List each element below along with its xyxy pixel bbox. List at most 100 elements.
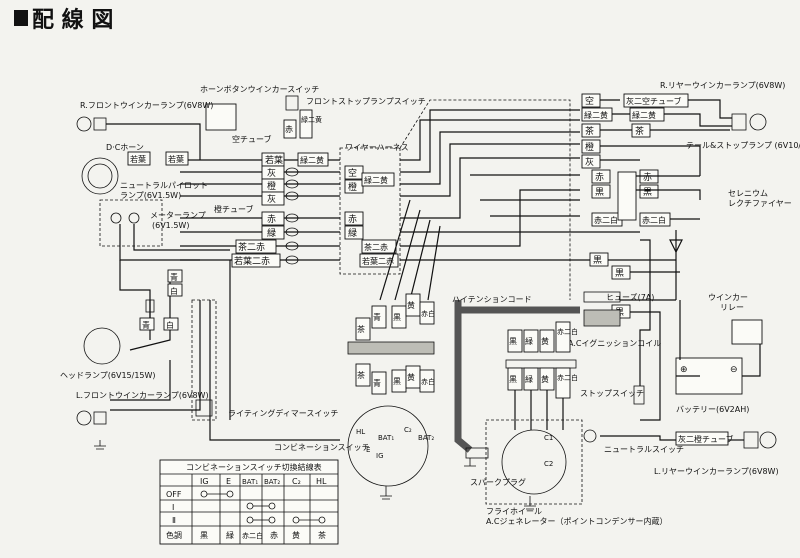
left-wire-bundle [180,159,340,261]
neutral-switch [583,429,597,443]
coil-wire-tags: 黒 緑 黄 赤二白 黒 緑 黄 赤二白 [505,321,578,430]
neutral-pilot-label: ニュートラルパイロットランプ(6V1.5W) [120,181,208,200]
svg-text:赤: 赤 [285,125,293,134]
svg-text:青: 青 [373,312,381,322]
svg-text:白: 白 [166,320,174,330]
svg-text:OFF: OFF [166,490,182,499]
r-front-winker-label: R.フロントウインカーランプ(6V8W) [80,101,213,110]
right-side-wires [580,99,761,441]
svg-text:色調: 色調 [166,530,182,540]
svg-text:BAT₁: BAT₁ [378,434,394,442]
flywheel-box [485,419,583,505]
svg-text:IG: IG [376,452,384,460]
svg-text:赤: 赤 [267,214,276,225]
svg-text:黄: 黄 [541,374,549,384]
svg-text:赤二白: 赤二白 [557,373,578,382]
front-stop-switch-label: フロントストップランプスイッチ [306,97,426,106]
high-tension-cord [454,300,473,453]
svg-text:赤白: 赤白 [421,377,435,386]
top-right-tags: 空 緑二黄 茶 橙 灰 [581,93,613,169]
r-rear-winker-label: R.リヤーウインカーランプ(6V8W) [660,81,785,90]
horn-winker-switch [205,103,237,131]
svg-text:若葉: 若葉 [130,154,146,164]
svg-text:灰二橙チューブ: 灰二橙チューブ [678,434,734,444]
front-stop-switch [285,95,299,111]
svg-text:緑二黄: 緑二黄 [584,110,608,120]
svg-text:赤白: 赤白 [421,309,435,318]
svg-text:茶: 茶 [635,125,644,137]
stop-switch [633,385,645,405]
battery-label: バッテリー(6V2AH) [676,405,749,414]
svg-text:空: 空 [585,95,594,107]
svg-text:緑: 緑 [525,374,533,384]
harness-bottom-tags: 茶 青 黒 黄 赤白 茶 青 黒 黄 赤白 [355,293,435,395]
svg-text:茶: 茶 [318,530,326,540]
svg-text:黄: 黄 [292,530,300,540]
svg-text:黒: 黒 [393,313,401,322]
lighting-dimmer-label: ライティングディマースイッチ [228,408,338,418]
orange-tube-label: 橙チューブ [214,204,254,214]
combination-connector [347,341,435,355]
svg-text:若葉二赤: 若葉二赤 [362,256,394,266]
l-rear-winker-socket [743,431,759,449]
svg-text:黒: 黒 [593,255,602,266]
headlamp-label: ヘッドランプ(6V15/15W) [60,371,156,380]
svg-text:赤二白: 赤二白 [557,327,578,336]
fuse-label: ヒューズ(7A) [606,292,654,302]
table-title: コンビネーションスイッチ切換結線表 [186,462,322,472]
svg-text:茶: 茶 [585,125,594,137]
ignition-coil-label: A.Cイグニッションコイル [568,338,661,348]
svg-text:青: 青 [373,378,381,388]
svg-text:黄: 黄 [407,300,415,310]
left-down-wires [110,224,340,441]
svg-text:赤二白: 赤二白 [594,215,618,225]
svg-text:黒: 黒 [509,337,517,346]
winker-relay [731,319,763,345]
bullet-connectors-left [285,167,299,265]
svg-text:E: E [366,446,370,454]
svg-text:赤: 赤 [270,531,278,540]
right-connector-tags: 灰二空チューブ 緑二黄 茶 赤 赤 黒 黒 赤二白 赤二白 黒 黒 黒 [589,93,689,319]
svg-text:茶: 茶 [357,324,365,334]
winker-relay-label: ウインカーリレー [708,293,748,312]
svg-text:空: 空 [348,167,357,179]
svg-text:灰: 灰 [267,193,276,205]
svg-text:C1: C1 [544,434,553,442]
ground-symbols [94,440,536,510]
svg-text:黒: 黒 [615,268,624,279]
svg-text:Ⅰ: Ⅰ [172,503,174,512]
horn-switch-label: ホーンボタンウインカースイッチ [200,85,319,94]
l-front-winker-lamp [76,410,92,426]
svg-text:BAT₁: BAT₁ [242,478,258,486]
svg-text:緑: 緑 [226,530,234,540]
ignition-coil [583,309,621,327]
harness-connector-box [339,147,401,275]
gray2-tube-tag [675,431,729,446]
dc-horn-label: D·Cホーン [106,143,144,152]
left-connector-tags: 若葉 灰 橙 灰 赤 緑 茶二赤 若葉二赤 [231,152,285,268]
combination-switch [347,405,429,487]
svg-text:灰: 灰 [585,156,594,168]
svg-text:緑: 緑 [525,336,533,346]
svg-text:⊖: ⊖ [730,365,738,375]
svg-text:灰二空チューブ: 灰二空チューブ [626,96,682,106]
wire-harness-label: ワイヤーハーネス [345,143,409,152]
svg-text:赤二白: 赤二白 [242,531,263,540]
page-title: 配 線 図 [32,7,113,33]
sky-tube-label: 空チューブ [232,134,272,144]
svg-text:橙: 橙 [267,180,276,192]
flywheel-generator [501,429,567,495]
svg-text:緑二黄: 緑二黄 [301,115,322,124]
svg-text:青: 青 [142,320,150,330]
svg-text:橙: 橙 [348,181,357,193]
selenium-label: セレニウムレクチファイヤー [728,189,792,208]
svg-text:E: E [226,477,231,486]
svg-text:茶二赤: 茶二赤 [364,242,388,252]
r-rear-winker-socket [731,113,747,131]
svg-text:黒: 黒 [643,187,652,198]
title-marker [14,10,28,26]
svg-text:橙: 橙 [585,141,594,153]
fuse [583,291,621,303]
